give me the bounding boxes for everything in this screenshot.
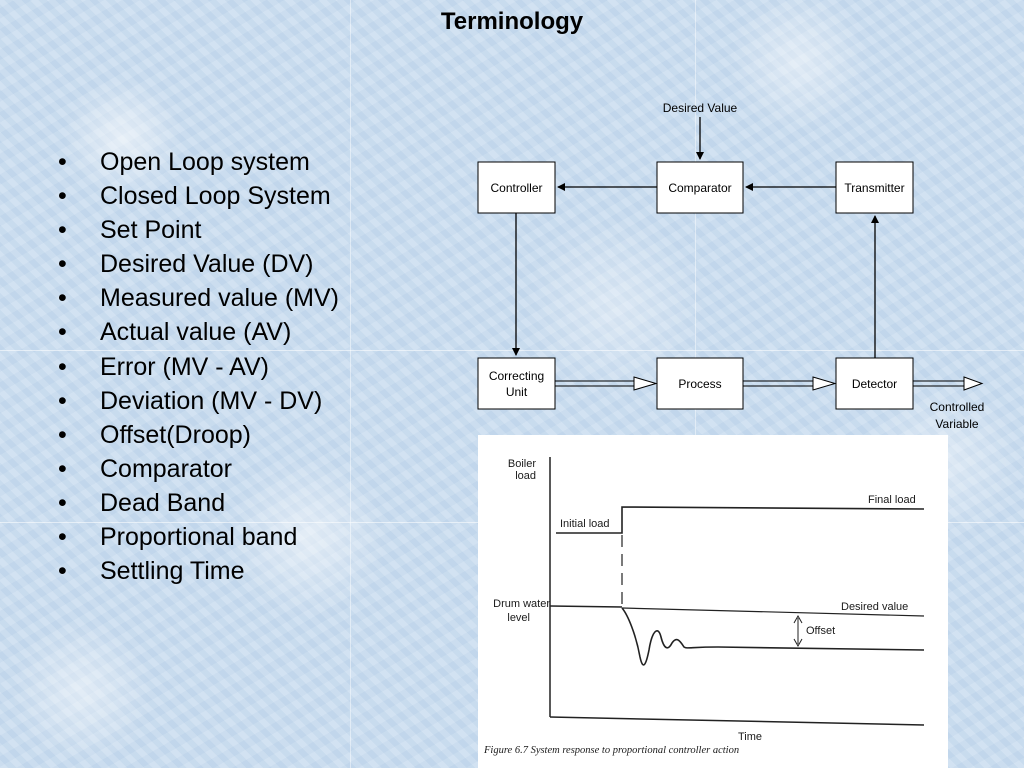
controlled-variable-label-line1: Controlled [930,400,985,414]
control-loop-block-diagram: Desired Value Controller Comparator Tran… [477,101,985,431]
slide-title: Terminology [440,8,584,35]
list-item: • Error (MV - AV) [58,350,339,384]
comparator-label: Comparator [668,181,731,195]
correcting-unit-block [477,357,556,410]
drum-level-response-curve [621,607,925,666]
boiler-load-step-line [556,506,925,534]
process-to-detector-arrow [743,376,837,391]
drum-level-initial-line [549,605,623,608]
term-label: Comparator [100,454,232,483]
correcting-unit-to-process-arrow [555,376,658,391]
term-label: Proportional band [100,523,298,552]
correcting-unit-label-line2: Unit [506,385,528,399]
list-item: • Deviation (MV - DV) [58,384,339,418]
process-label: Process [678,377,721,391]
term-label: Set Point [100,216,202,245]
bullet: • [58,420,67,449]
list-item: • Comparator [58,452,339,486]
bullet: • [58,523,67,552]
list-item: • Set Point [58,213,339,247]
term-label: Settling Time [100,557,245,586]
desired-value-line [621,607,925,617]
transmitter-label: Transmitter [844,181,904,195]
controller-label: Controller [490,181,542,195]
drum-water-level-label-line2: level [507,612,530,624]
term-label: Error (MV - AV) [100,352,269,381]
offset-arrow-down [793,638,803,648]
boiler-load-label-line1: Boiler [508,458,536,470]
bullet: • [58,488,67,517]
drum-water-level-label-line1: Drum water [493,598,550,610]
final-load-label: Final load [868,494,916,506]
desired-value-label: Desired value [841,601,908,613]
boiler-load-label-line2: load [515,470,536,482]
detector-to-output-arrow [913,376,984,391]
bullet: • [58,148,67,176]
bullet: • [58,284,67,313]
bullet: • [58,454,67,483]
list-item: • Dead Band [58,486,339,520]
proportional-response-figure: Boiler load Initial load Final load Drum… [478,435,948,768]
term-label: Offset(Droop) [100,420,251,449]
bullet: • [58,318,67,347]
correcting-unit-label-line1: Correcting [489,369,544,383]
bullet: • [58,182,67,211]
term-label: Deviation (MV - DV) [100,386,323,415]
detector-label: Detector [852,377,897,391]
figure-caption: Figure 6.7 System response to proportion… [483,745,739,756]
bullet: • [58,386,67,415]
controlled-variable-label-line2: Variable [935,417,978,431]
detector-block [835,357,914,410]
list-item: • Closed Loop System [58,179,339,213]
list-item: • Settling Time [58,554,339,588]
term-label: Closed Loop System [100,182,331,211]
controller-block [477,161,556,214]
bullet: • [58,250,67,279]
bullet: • [58,352,67,381]
list-item: • Measured value (MV) [58,281,339,315]
bullet: • [58,557,67,586]
figure-background [478,435,948,768]
list-item: • Actual value (AV) [58,315,339,349]
term-label: Open Loop system [100,148,310,176]
bullet: • [58,216,67,245]
background-grid-line [350,0,351,768]
offset-arrow-up [793,614,803,624]
term-label: Measured value (MV) [100,284,339,313]
term-label: Desired Value (DV) [100,250,314,279]
list-item: • Proportional band [58,520,339,554]
x-axis-line [549,716,925,726]
desired-value-input-label: Desired Value [663,101,738,115]
terminology-list: • Open Loop system • Closed Loop System • S… [58,145,339,588]
term-label: Actual value (AV) [100,318,292,347]
term-label: Dead Band [100,488,226,517]
list-item: • Desired Value (DV) [58,247,339,281]
list-item: • Offset(Droop) [58,418,339,452]
offset-label: Offset [806,625,835,637]
time-axis-label: Time [738,731,762,743]
initial-load-label: Initial load [560,518,610,530]
process-block [656,357,744,410]
list-item: • Open Loop system [58,145,339,179]
comparator-block [656,161,744,214]
